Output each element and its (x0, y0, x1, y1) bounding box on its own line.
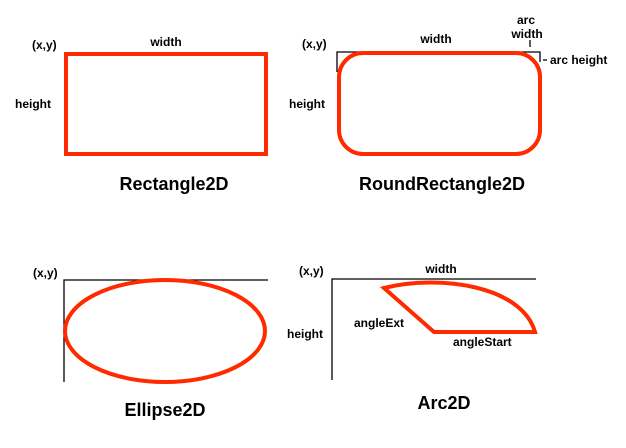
ellipse2d-panel: (x,y) Ellipse2D (33, 266, 268, 420)
height-label: height (289, 97, 325, 111)
height-label: height (287, 327, 323, 341)
width-label: width (149, 35, 181, 49)
rectangle-shape (64, 52, 268, 156)
ellipse-shape (63, 278, 267, 384)
rectangle2d-title: Rectangle2D (119, 174, 228, 194)
width-label: width (419, 32, 451, 46)
height-label: height (15, 97, 51, 111)
bounding-guide (331, 278, 536, 380)
top-left-corner-guide (336, 51, 364, 72)
angle-ext-label: angleExt (354, 316, 404, 330)
arc-shape (379, 280, 538, 334)
arc2d-title: Arc2D (417, 393, 470, 413)
arc2d-panel: (x,y) width height angleExt angleStart A… (287, 262, 538, 413)
origin-label: (x,y) (33, 266, 58, 280)
arc-width-label-line2: width (510, 27, 542, 41)
origin-label: (x,y) (32, 38, 57, 52)
roundrectangle2d-title: RoundRectangle2D (359, 174, 525, 194)
angle-start-label: angleStart (453, 335, 512, 349)
width-label: width (424, 262, 456, 276)
top-right-corner-guide (517, 51, 541, 62)
ellipse2d-title: Ellipse2D (124, 400, 205, 420)
roundrectangle2d-panel: (x,y) width height arc width arc height … (289, 13, 607, 194)
arc-width-label-line1: arc (517, 13, 535, 27)
origin-label: (x,y) (299, 264, 324, 278)
roundrectangle-shape (337, 51, 542, 156)
bounding-guide (63, 279, 268, 382)
rectangle2d-panel: (x,y) width height Rectangle2D (15, 35, 268, 194)
arc-height-label: arc height (550, 53, 607, 67)
origin-label: (x,y) (302, 37, 327, 51)
